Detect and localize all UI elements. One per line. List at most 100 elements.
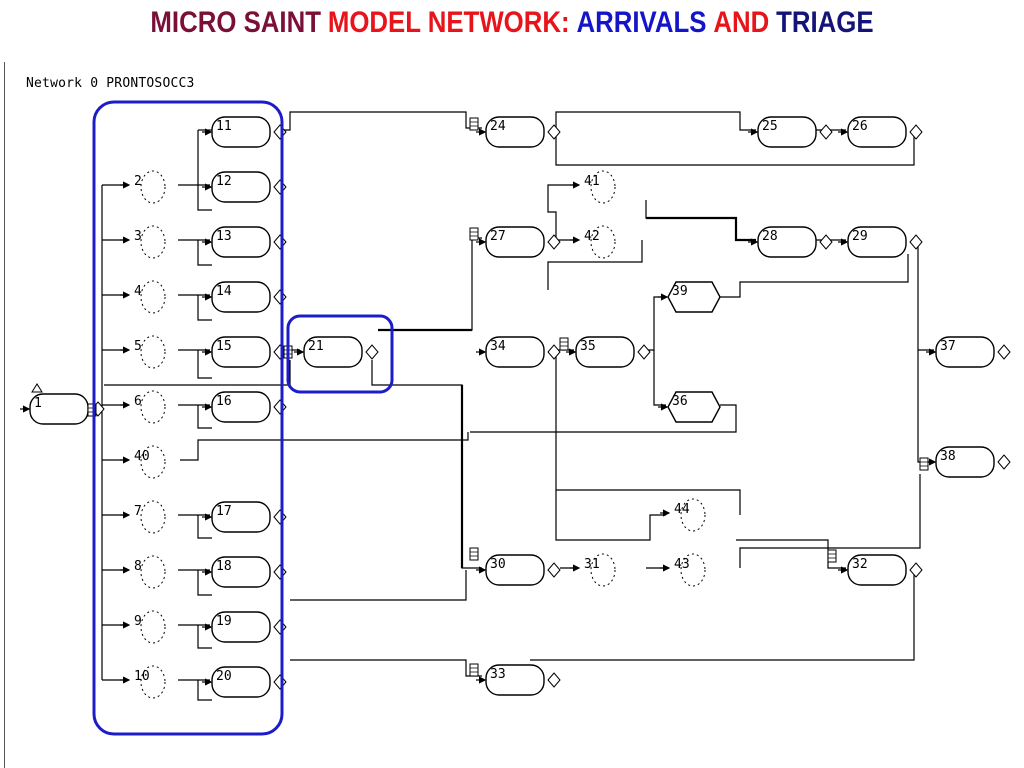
node-35[interactable]: 35 — [566, 336, 651, 368]
node-6[interactable]: 6 — [120, 390, 166, 424]
node-16[interactable]: 16 — [202, 391, 287, 423]
decision-diamond-icon — [547, 562, 561, 578]
decision-diamond-icon — [547, 124, 561, 140]
node-4[interactable]: 4 — [120, 280, 166, 314]
connection-line — [197, 350, 212, 379]
decision-diamond-icon — [273, 234, 287, 250]
queue-stripes — [470, 231, 478, 237]
decision-diamond-icon — [547, 344, 561, 360]
node-38[interactable]: 38 — [926, 446, 1011, 478]
node-5[interactable]: 5 — [120, 335, 166, 369]
queue-icon — [469, 663, 479, 677]
node-24[interactable]: 24 — [476, 116, 561, 148]
node-33[interactable]: 33 — [476, 664, 561, 696]
connection-line — [197, 295, 212, 321]
arrivals-highlight-box — [92, 100, 284, 736]
node-37[interactable]: 37 — [926, 336, 1011, 368]
node-44[interactable]: 44 — [660, 498, 706, 532]
node-1[interactable]: 1 — [20, 383, 105, 425]
node-label: 42 — [584, 229, 600, 244]
decision-diamond-icon — [909, 124, 923, 140]
network-label: Network 0 PRONTOSOCC3 — [26, 76, 195, 91]
dashed-node-circle — [140, 445, 166, 479]
decision-diamond-icon — [273, 399, 287, 415]
node-25[interactable]: 25 — [748, 116, 833, 148]
dashed-node-circle — [680, 498, 706, 532]
node-15[interactable]: 15 — [202, 336, 287, 368]
node-label: 30 — [490, 557, 506, 572]
node-29[interactable]: 29 — [838, 226, 923, 258]
connection-line — [555, 111, 756, 131]
dashed-node-circle — [140, 610, 166, 644]
node-3[interactable]: 3 — [120, 225, 166, 259]
node-label: 29 — [852, 229, 868, 244]
highlight-boxes — [92, 100, 394, 736]
connection-line — [197, 130, 212, 211]
node-2[interactable]: 2 — [120, 170, 166, 204]
connection-line — [284, 111, 482, 131]
node-32[interactable]: 32 — [838, 554, 923, 586]
queue-icon — [827, 549, 837, 563]
node-label: 4 — [134, 284, 142, 299]
node-label: 10 — [134, 669, 150, 684]
node-21[interactable]: 21 — [294, 336, 379, 368]
connection-line — [470, 404, 737, 433]
connection-line — [378, 237, 482, 331]
decision-diamond-icon — [909, 234, 923, 250]
node-17[interactable]: 17 — [202, 501, 287, 533]
decision-diamond-icon — [547, 234, 561, 250]
title-segment-4: AND — [713, 6, 770, 39]
connection-line — [197, 625, 212, 649]
node-26[interactable]: 26 — [838, 116, 923, 148]
node-41[interactable]: 41 — [570, 170, 616, 204]
node-27[interactable]: 27 — [476, 226, 561, 258]
node-39[interactable]: 39 — [658, 281, 721, 313]
node-19[interactable]: 19 — [202, 611, 287, 643]
node-12[interactable]: 12 — [202, 171, 287, 203]
dashed-node-circle — [590, 170, 616, 204]
connection-line — [645, 200, 756, 241]
node-label: 33 — [490, 667, 506, 682]
node-31[interactable]: 31 — [570, 553, 616, 587]
node-34[interactable]: 34 — [476, 336, 561, 368]
node-18[interactable]: 18 — [202, 556, 287, 588]
node-8[interactable]: 8 — [120, 555, 166, 589]
connection-line — [720, 254, 909, 298]
queue-stripes — [470, 667, 478, 673]
queue-icon — [469, 227, 479, 241]
node-9[interactable]: 9 — [120, 610, 166, 644]
decision-diamond-icon — [273, 509, 287, 525]
decision-diamond-icon — [547, 672, 561, 688]
node-label: 14 — [216, 284, 232, 299]
node-label: 36 — [672, 394, 688, 409]
node-label: 27 — [490, 229, 506, 244]
queue-icon — [559, 337, 569, 351]
title-segment-5: TRIAGE — [776, 6, 874, 39]
node-10[interactable]: 10 — [120, 665, 166, 699]
dashed-node-circle — [680, 553, 706, 587]
node-label: 32 — [852, 557, 868, 572]
node-label: 9 — [134, 614, 142, 629]
node-30[interactable]: 30 — [476, 554, 561, 586]
node-28[interactable]: 28 — [748, 226, 833, 258]
node-36[interactable]: 36 — [658, 391, 721, 423]
node-14[interactable]: 14 — [202, 281, 287, 313]
dashed-node-circle — [140, 280, 166, 314]
connection-line — [197, 515, 212, 539]
queue-icon — [469, 547, 479, 561]
node-label: 21 — [308, 339, 324, 354]
node-42[interactable]: 42 — [570, 225, 616, 259]
decision-diamond-icon — [819, 124, 833, 140]
node-11[interactable]: 11 — [202, 116, 287, 148]
node-label: 25 — [762, 119, 778, 134]
node-20[interactable]: 20 — [202, 666, 287, 698]
node-40[interactable]: 40 — [120, 445, 166, 479]
node-label: 26 — [852, 119, 868, 134]
node-13[interactable]: 13 — [202, 226, 287, 258]
dashed-node-circle — [590, 225, 616, 259]
node-7[interactable]: 7 — [120, 500, 166, 534]
node-43[interactable]: 43 — [660, 553, 706, 587]
dashed-node-circle — [140, 555, 166, 589]
start-triangle-icon — [31, 383, 43, 393]
node-label: 39 — [672, 284, 688, 299]
